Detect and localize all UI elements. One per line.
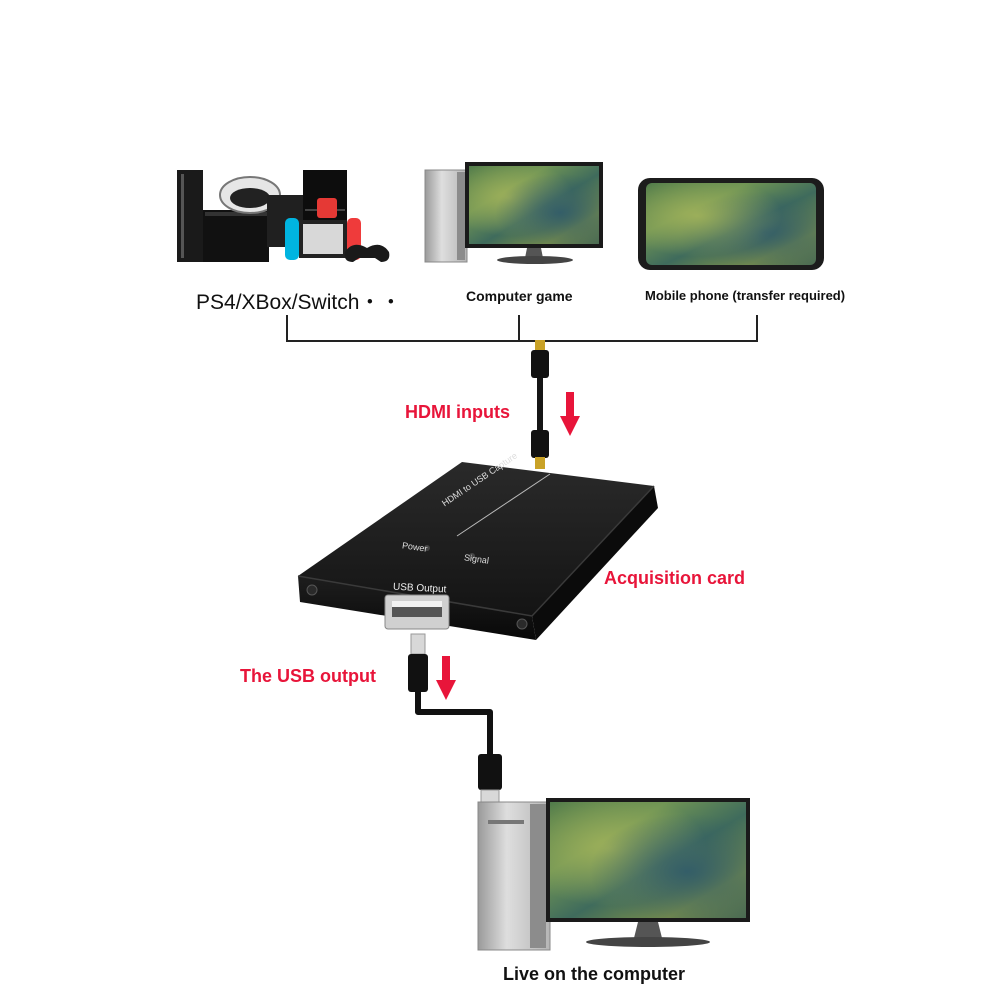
mobile-image xyxy=(638,178,824,270)
computer-label: Computer game xyxy=(466,288,573,304)
down-arrow-icon xyxy=(560,392,580,436)
mobile-label: Mobile phone (transfer required) xyxy=(645,288,846,303)
computer-image xyxy=(424,162,603,264)
hdmi-label: HDMI inputs xyxy=(405,402,510,422)
usb-cable-icon xyxy=(408,633,502,809)
output-computer-image xyxy=(477,798,750,951)
output-label: Live on the computer xyxy=(503,964,686,984)
card-label: Acquisition card xyxy=(604,568,746,588)
source-bracket xyxy=(286,315,758,342)
hdmi-cable-icon xyxy=(531,340,549,469)
usb-port xyxy=(384,594,450,630)
usb-label: The USB output xyxy=(240,666,376,686)
consoles-image xyxy=(177,170,390,262)
down-arrow-icon xyxy=(436,656,456,700)
consoles-label: PS4/XBox/Switch・・ xyxy=(196,291,402,314)
